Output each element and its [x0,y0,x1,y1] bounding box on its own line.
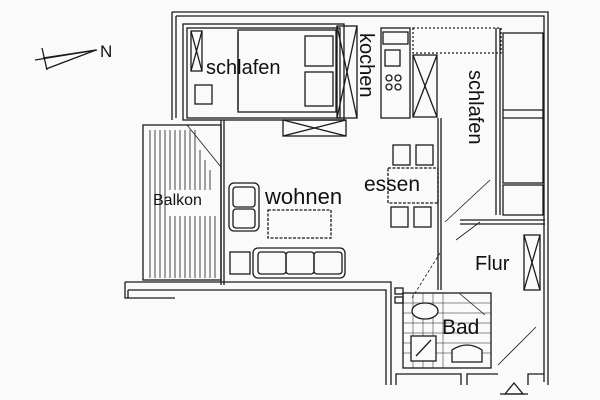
room-label-flur: Flur [475,253,510,275]
room-label-balkon: Balkon [153,192,202,209]
room-label-schlafen-1: schlafen [206,57,281,79]
room-label-essen: essen [364,173,421,196]
room-label-wohnen: wohnen [265,184,343,209]
room-label-schlafen-2: schlafen [464,70,486,145]
room-label-bad: Bad [442,316,480,339]
north-arrow-icon [34,47,98,71]
room-label-kochen: kochen [355,33,377,98]
compass-label: N [100,42,113,61]
